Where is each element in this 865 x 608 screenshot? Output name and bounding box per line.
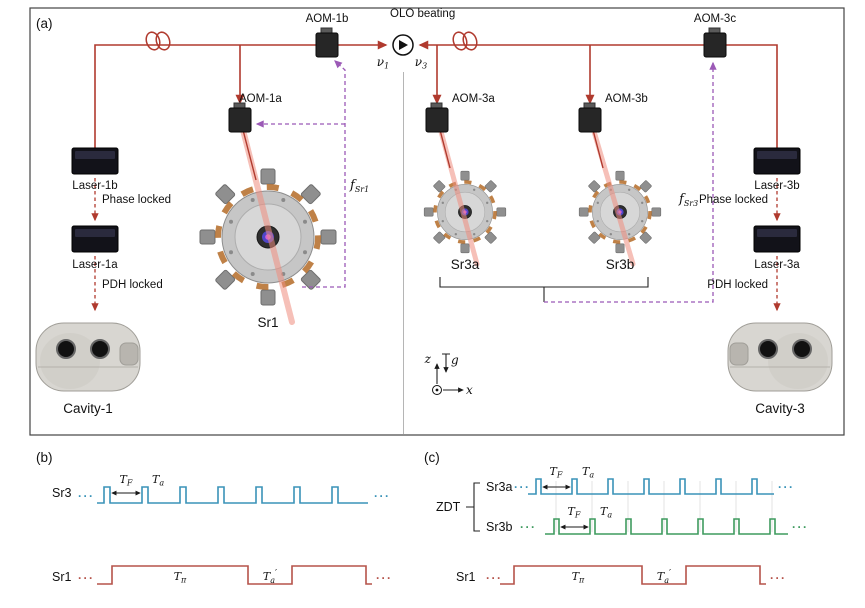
sync-guides <box>555 481 773 532</box>
zdt-label: ZDT <box>436 500 461 514</box>
ta-prime-label-b: Ta′ <box>263 569 277 585</box>
phase-locked-right-label: Phase locked <box>699 194 768 206</box>
sr1-beam <box>242 129 257 181</box>
panel-c-sr1-ellipsis-left: ··· <box>486 571 503 585</box>
tpi-label-c: Tπ <box>572 570 585 585</box>
laser-1b-label: Laser-1b <box>72 180 117 192</box>
sr3b-pulse-train <box>545 518 788 535</box>
panel-c-sr3a-row-label: Sr3a <box>486 480 512 494</box>
panel-b-sr3-ellipsis-right: ··· <box>374 489 391 503</box>
panel-c-sr3b-row-label: Sr3b <box>486 520 512 534</box>
fsr1-label: fSr1 <box>349 178 369 194</box>
sr3a-beam-glow <box>437 125 480 267</box>
ta-label-c-blue: Ta <box>582 465 594 480</box>
panel-b: (b) Sr3 ··· ··· TF Ta Sr1 ··· ··· Tπ Ta′ <box>36 450 393 585</box>
fsr1-feedback-to-aom1b <box>302 60 346 288</box>
panel-c-label: (c) <box>424 450 440 465</box>
tf-label-c-blue: TF <box>550 465 563 480</box>
laser-1a-box <box>71 225 119 253</box>
panel-c-sr1-row-label: Sr1 <box>456 570 476 584</box>
sr1-pulse-waveform-b <box>97 565 372 585</box>
aom-1a-label: AOM-1a <box>239 93 282 105</box>
g-label: g <box>451 353 459 367</box>
panel-c-sr3b-ellipsis-left: ··· <box>520 520 537 534</box>
fiber-coil-right <box>452 31 478 51</box>
panel-c: (c) ZDT Sr3a ··· ··· TF Ta Sr3b ··· ··· … <box>424 450 809 585</box>
laser-1a-label: Laser-1a <box>72 259 118 271</box>
aom-3c-label: AOM-3c <box>694 13 736 25</box>
sr3b-beam-glow <box>590 125 636 267</box>
nu1-label: ν1 <box>377 55 389 71</box>
sr3a-beam <box>439 129 451 169</box>
sr1-label: Sr1 <box>257 315 278 330</box>
panel-b-label: (b) <box>36 450 53 465</box>
tf-label-c-green: TF <box>568 505 581 520</box>
ta-label-b: Ta <box>152 473 164 488</box>
optical-path-right <box>418 40 778 148</box>
aom-1b-label: AOM-1b <box>306 13 349 25</box>
sr1-pulse-waveform-c <box>500 565 766 585</box>
gravity-arrow <box>442 353 450 372</box>
pdh-locked-right-label: PDH locked <box>707 279 768 291</box>
nu3-label: ν3 <box>415 55 427 71</box>
panel-c-sr3a-ellipsis-left: ··· <box>514 480 531 494</box>
z-axis-label: z <box>424 352 432 366</box>
coordinate-axes: z g x <box>424 352 473 397</box>
cavity-3-label: Cavity-3 <box>755 401 805 416</box>
panel-a-label: (a) <box>36 16 53 31</box>
ta-label-c-green: Ta <box>600 505 612 520</box>
panel-b-sr1-ellipsis-left: ··· <box>78 571 95 585</box>
sr3-pulse-train <box>97 486 368 504</box>
laser-3b-label: Laser-3b <box>754 180 799 192</box>
laser-3a-label: Laser-3a <box>754 259 800 271</box>
panel-c-sr3a-ellipsis-right: ··· <box>778 480 795 494</box>
panel-b-sr3-ellipsis-left: ··· <box>78 489 95 503</box>
aom-3b-label: AOM-3b <box>605 93 648 105</box>
cavity-1-label: Cavity-1 <box>63 401 113 416</box>
panel-c-sr3b-ellipsis-right: ··· <box>792 520 809 534</box>
laser-3a-box <box>753 225 801 253</box>
panel-c-sr1-ellipsis-right: ··· <box>770 571 787 585</box>
panel-b-sr1-ellipsis-right: ··· <box>376 571 393 585</box>
laser-3b-box <box>753 147 801 175</box>
phase-locked-left-label: Phase locked <box>102 194 171 206</box>
laser-1b-box <box>71 147 119 175</box>
fiber-coil-left <box>145 31 171 51</box>
sr3a-pulse-train <box>528 478 774 495</box>
pdh-locked-left-label: PDH locked <box>102 279 163 291</box>
sr3b-label: Sr3b <box>606 257 635 272</box>
aom-3a-label: AOM-3a <box>452 93 495 105</box>
fsr3-feedback-to-aom3c <box>544 61 717 303</box>
ta-prime-label-c: Ta′ <box>657 569 671 585</box>
olo-beating-label: OLO beating <box>390 8 455 20</box>
cavity-1-body <box>35 322 141 392</box>
tf-label-b: TF <box>120 473 133 488</box>
sr3b-beam <box>592 129 604 169</box>
optical-path-left <box>94 40 388 148</box>
zdt-bracket <box>466 482 480 532</box>
panel-a: z g x (a) AOM-1b OLO beating AOM-3c ν1 ν… <box>29 7 845 436</box>
sr3a-label: Sr3a <box>451 257 480 272</box>
x-axis-label: x <box>466 383 473 397</box>
fsr3-label: fSr3 <box>678 192 698 208</box>
cavity-3-body <box>727 322 833 392</box>
olo-detector-icon <box>392 34 414 56</box>
panel-b-sr1-row-label: Sr1 <box>52 570 72 584</box>
tpi-label-b: Tπ <box>174 570 187 585</box>
panel-b-sr3-row-label: Sr3 <box>52 486 72 500</box>
